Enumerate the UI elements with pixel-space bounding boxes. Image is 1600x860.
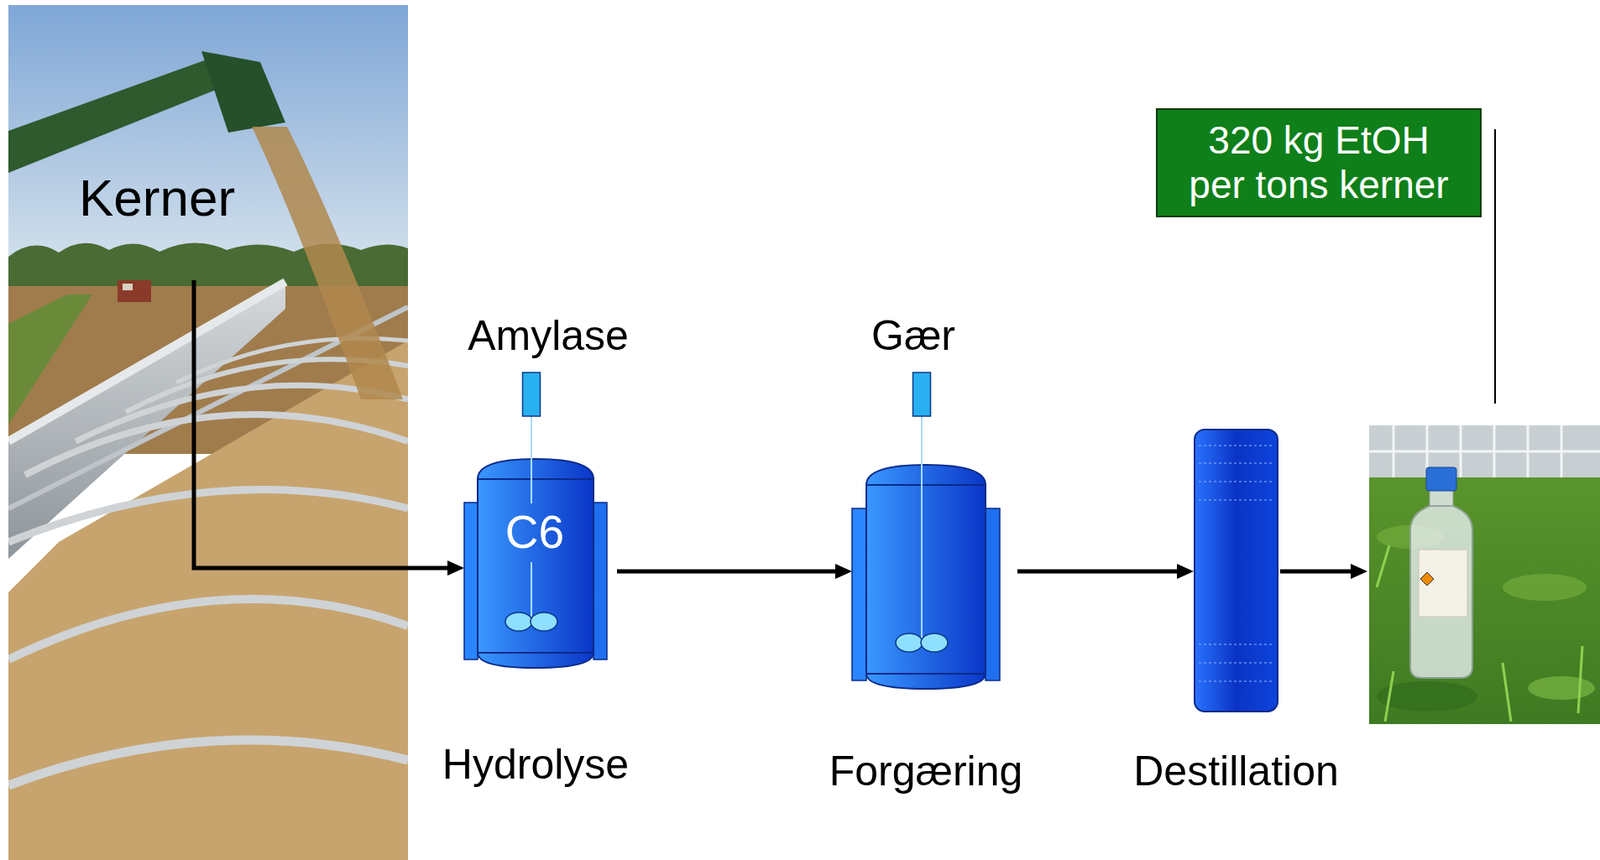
column-shape [1193,428,1279,713]
process-caption: Hydrolyse [442,741,629,790]
process-caption: Destillation [1133,747,1339,797]
fermenter: Forgæring [852,369,1000,693]
leader-line [1494,129,1496,404]
hydrolysis-reactor: C6Hydrolyse [464,369,607,672]
feed-label: Amylase [467,312,629,361]
harvest-photo [8,5,408,860]
flow-arrow [1017,569,1186,575]
process-caption: Forgæring [829,747,1024,797]
distillation-column: Destillation [1193,428,1279,713]
node-label: Kerner [78,167,236,228]
ethanol-bottle-photo [1369,425,1600,725]
photo-panel: Kerner [8,5,408,860]
flow-arrow [1280,569,1360,575]
yield-callout: 320 kg EtOH per tons kerner [1155,108,1482,218]
flow-arrow [616,569,844,575]
vessel-shape [852,369,1000,693]
feed-label: Gær [871,312,956,361]
flow-arrow [193,280,456,569]
vessel-label: C6 [505,506,565,560]
callout-text: 320 kg EtOH per tons kerner [1182,118,1455,208]
